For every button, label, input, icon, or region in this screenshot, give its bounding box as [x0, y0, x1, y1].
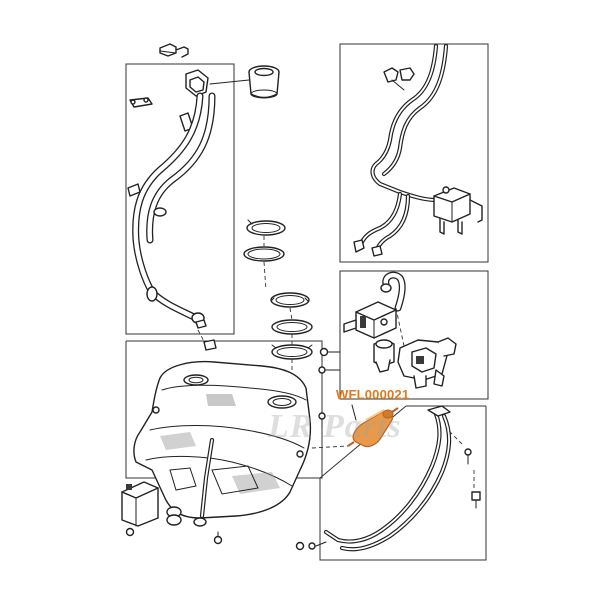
vent-line-end-clip: [353, 239, 383, 257]
tank-fixing-screw: [125, 527, 223, 545]
pump-seal-bottom: [271, 319, 313, 335]
breather-clip: [129, 97, 153, 108]
heat-shield-bracket: [121, 481, 159, 527]
pump-seal-top: [243, 246, 285, 262]
fuel-level-sender: [397, 337, 457, 389]
filler-cap-clip: [159, 43, 189, 58]
fuel-filter: [347, 407, 399, 448]
filler-neck-seal: [248, 65, 280, 99]
tank-bolt: [318, 412, 326, 429]
frame-pump-module: [339, 270, 489, 400]
hose-clamp: [127, 183, 207, 329]
frame-fuel-tank: [125, 340, 323, 479]
filler-hose: [132, 92, 216, 322]
frame-vent-lines: [339, 43, 489, 263]
strap-bolt: [295, 448, 481, 551]
fuel-pump-module: [343, 301, 397, 339]
tank-support-rod: [193, 437, 215, 527]
pump-lock-ring-top: [246, 219, 286, 236]
filter-leader-line: [311, 445, 349, 449]
callout-leader: [351, 404, 357, 421]
pump-lock-ring-tank: [271, 344, 313, 360]
watermark: LR Parts: [268, 408, 402, 445]
rubber-grommet: [166, 506, 182, 526]
part-number-callout[interactable]: WFL000021: [336, 387, 410, 402]
fuel-pump-cylinder: [373, 339, 395, 373]
frame-filler-neck: [125, 63, 235, 335]
tank-strap: [323, 405, 452, 552]
pump-module-screw: [318, 347, 341, 374]
tank-bracket-small: [203, 339, 217, 351]
evap-canister-valve: [433, 186, 483, 235]
vent-pipe-clip: [383, 67, 415, 91]
fuel-tank: [133, 360, 312, 519]
pump-outlet-hose: [380, 271, 406, 312]
pump-lock-ring-bottom: [270, 292, 310, 308]
filler-neck-head: [185, 69, 209, 97]
